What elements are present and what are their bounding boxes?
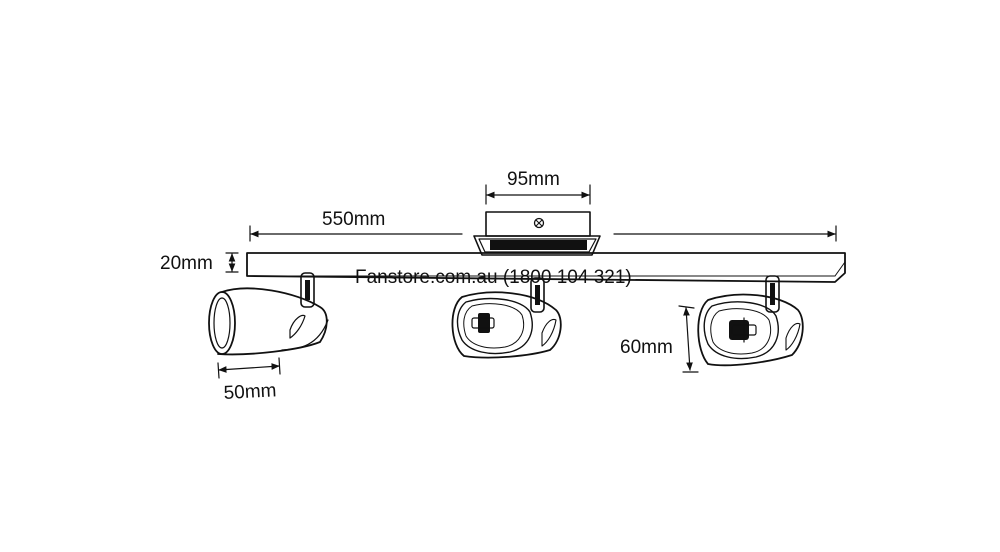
label-60mm: 60mm [620,337,673,358]
dimension-50mm [217,357,281,379]
light-bar [246,252,846,283]
spotlight-head-right [697,275,804,367]
label-95mm: 95mm [507,169,560,190]
spotlight-head-left [208,272,329,356]
mounting-plate [473,211,601,256]
dimension-95mm [485,184,591,205]
watermark-text: Fanstore.com.au (1800 104 321) [355,267,632,288]
dimension-550mm [249,225,837,242]
dimension-20mm [225,252,239,273]
label-550mm: 550mm [322,209,385,230]
dimension-60mm [678,305,699,373]
label-20mm: 20mm [160,253,213,274]
spotlight-head-middle [451,277,562,359]
label-50mm: 50mm [223,380,277,404]
